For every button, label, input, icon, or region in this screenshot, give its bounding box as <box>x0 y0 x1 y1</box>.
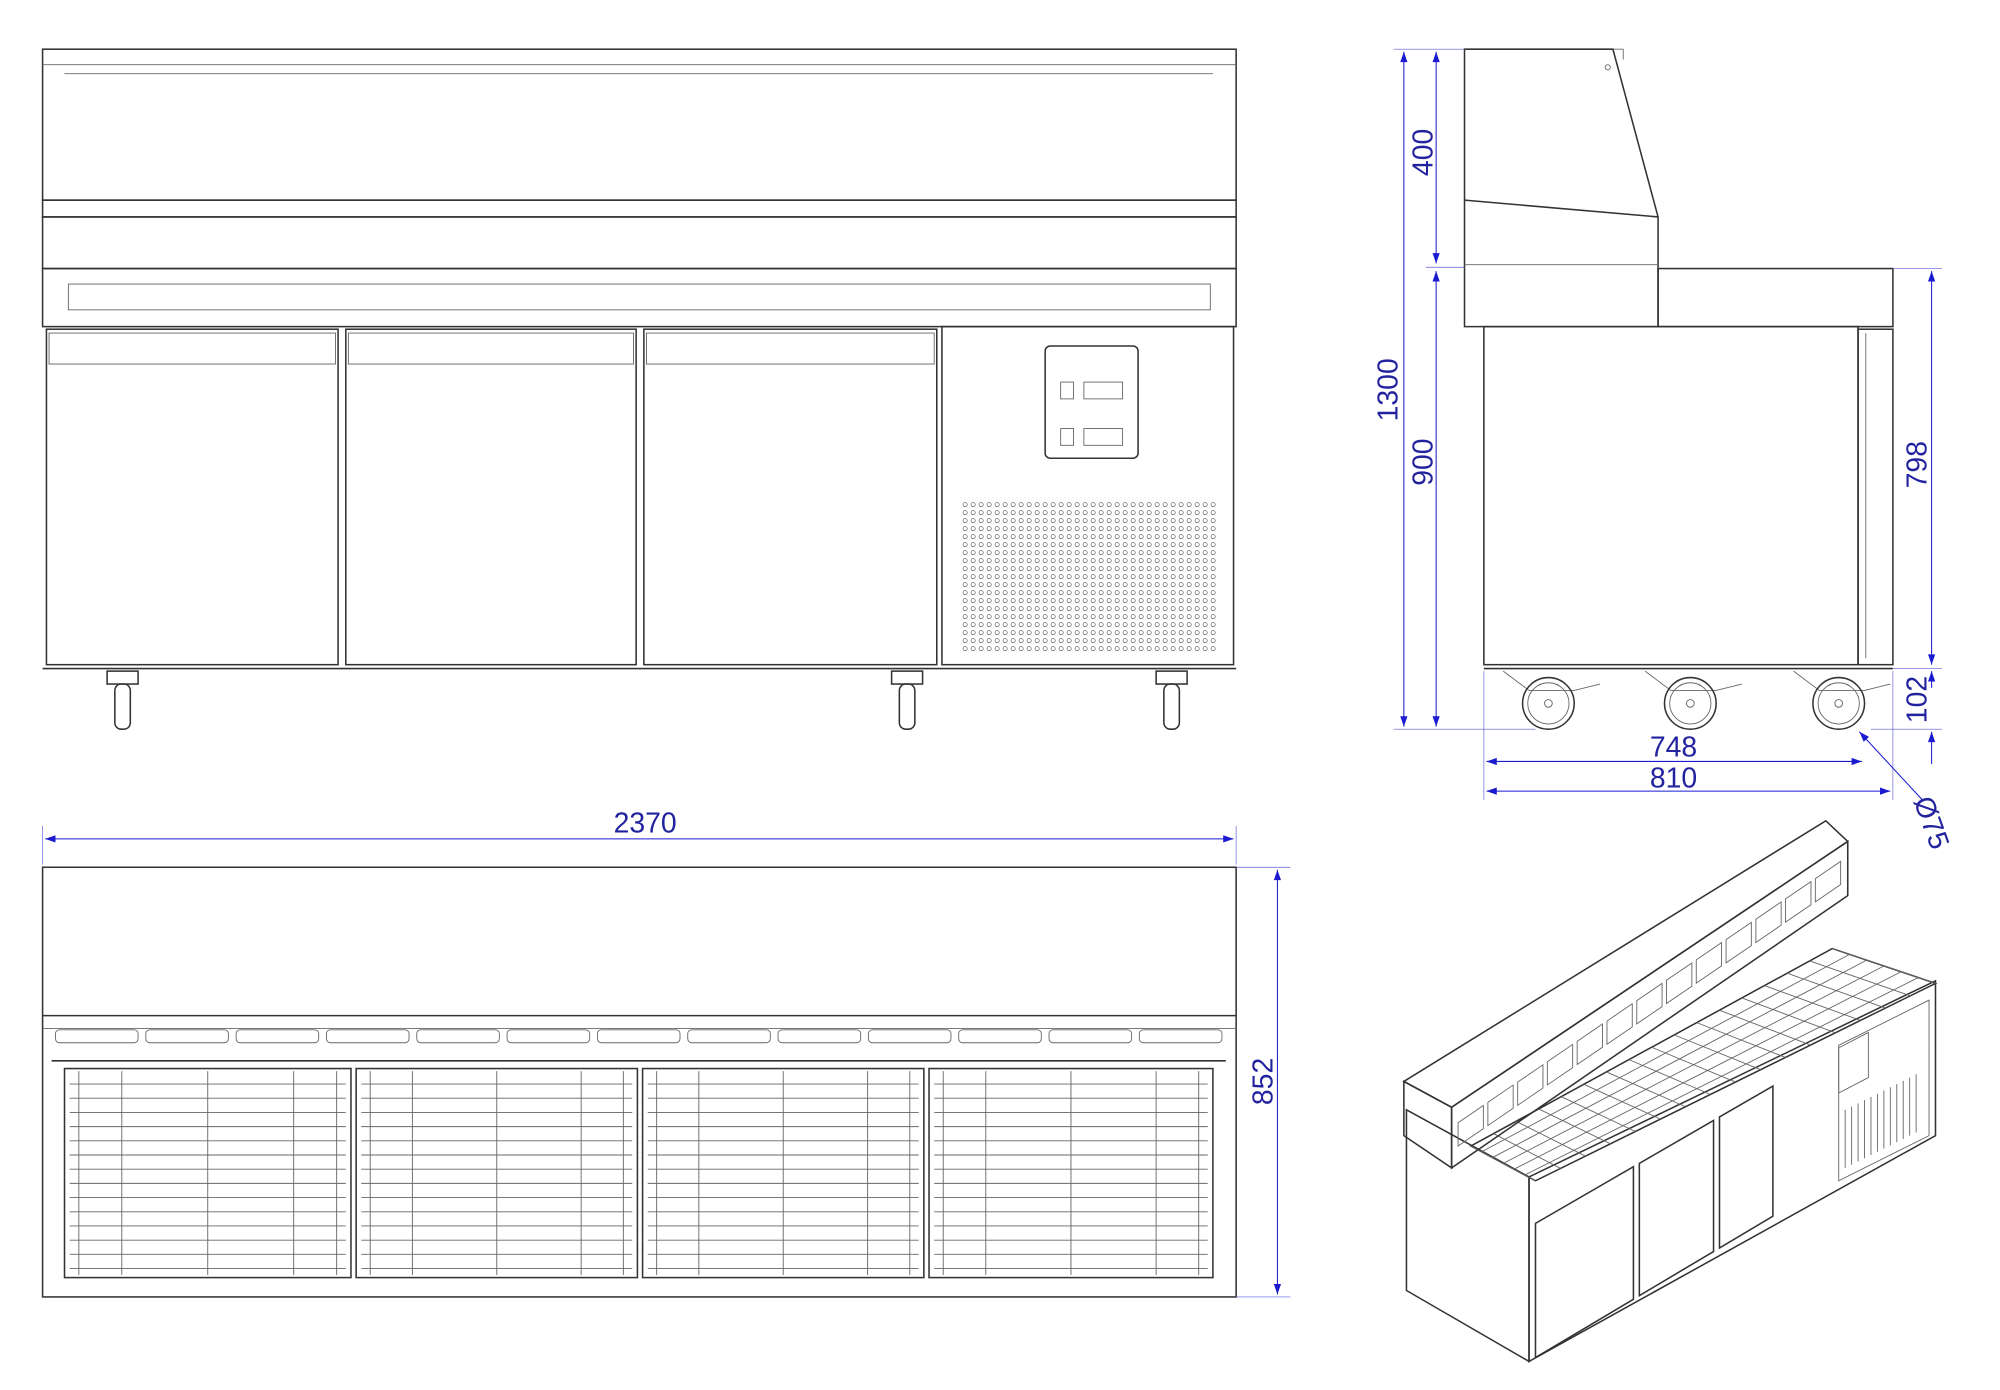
grate <box>355 1067 639 1279</box>
caster-wheel <box>1521 676 1575 730</box>
ingredient-pan <box>1606 1002 1633 1046</box>
ingredient-pan <box>55 1029 139 1044</box>
caster-wheel <box>114 683 132 730</box>
ventilation-grille <box>962 502 1216 652</box>
caster-mount <box>106 670 139 685</box>
ingredient-pan <box>1048 1029 1133 1044</box>
dim-caster-diameter: Ø75 <box>1907 792 1955 853</box>
dim-caster-span: 748 <box>1650 731 1697 763</box>
door <box>45 328 339 666</box>
grate <box>63 1067 352 1279</box>
isometric-view <box>1402 819 1938 1363</box>
caster-wheel <box>898 683 916 730</box>
door-handle <box>347 332 634 365</box>
dim-canopy-height: 400 <box>1407 129 1439 176</box>
dim-width: 2370 <box>614 807 677 839</box>
dim-depth-top: 852 <box>1247 1058 1279 1105</box>
door <box>1718 1084 1774 1250</box>
ingredient-pan <box>1695 941 1722 984</box>
ingredient-pan <box>1785 880 1812 923</box>
ingredient-pan <box>506 1029 591 1044</box>
dim-caster-height: 102 <box>1901 676 1933 723</box>
caster-brake <box>1502 670 1601 691</box>
ingredient-pan <box>867 1029 952 1044</box>
door-handle <box>646 332 935 365</box>
door-handle <box>48 332 336 365</box>
door <box>1638 1119 1715 1298</box>
dim-counter-height: 900 <box>1407 438 1439 485</box>
ingredient-pan <box>1138 1029 1223 1044</box>
ingredient-pan <box>235 1029 320 1044</box>
door <box>345 328 637 666</box>
ingredient-pan <box>1666 962 1693 1005</box>
ingredient-pan <box>1487 1084 1514 1127</box>
ingredient-pan <box>145 1029 229 1044</box>
front-view <box>41 48 1237 730</box>
ingredient-pan <box>1636 982 1663 1025</box>
caster-wheel <box>1663 676 1717 730</box>
caster-brake <box>1644 670 1743 691</box>
control-panel <box>1044 345 1139 459</box>
ingredient-pan <box>958 1029 1042 1044</box>
top-view <box>41 866 1237 1298</box>
ingredient-pan <box>1576 1023 1603 1066</box>
ingredient-pan <box>596 1029 681 1044</box>
side-view <box>1463 48 1894 730</box>
ingredient-pan <box>1546 1043 1574 1086</box>
ingredient-pan <box>777 1029 862 1044</box>
ingredient-pan <box>416 1029 500 1044</box>
caster-mount <box>1155 670 1188 685</box>
ingredient-pan <box>1457 1104 1484 1147</box>
dim-body-height: 798 <box>1901 441 1933 488</box>
door <box>1534 1165 1635 1359</box>
ingredient-pan <box>1517 1063 1544 1107</box>
grate <box>641 1067 925 1279</box>
dim-total-height: 1300 <box>1372 358 1404 421</box>
ingredient-pan <box>1755 901 1782 944</box>
dim-depth-side: 810 <box>1650 762 1697 794</box>
caster-brake <box>1793 670 1891 691</box>
door <box>643 328 938 666</box>
caster-wheel <box>1163 683 1181 730</box>
ingredient-pan <box>1814 860 1842 903</box>
caster-mount <box>890 670 924 685</box>
grate <box>928 1067 1214 1279</box>
caster-wheel <box>1812 676 1866 730</box>
ingredient-pan <box>1725 921 1752 964</box>
ingredient-pan <box>326 1029 410 1044</box>
ingredient-pan <box>687 1029 771 1044</box>
